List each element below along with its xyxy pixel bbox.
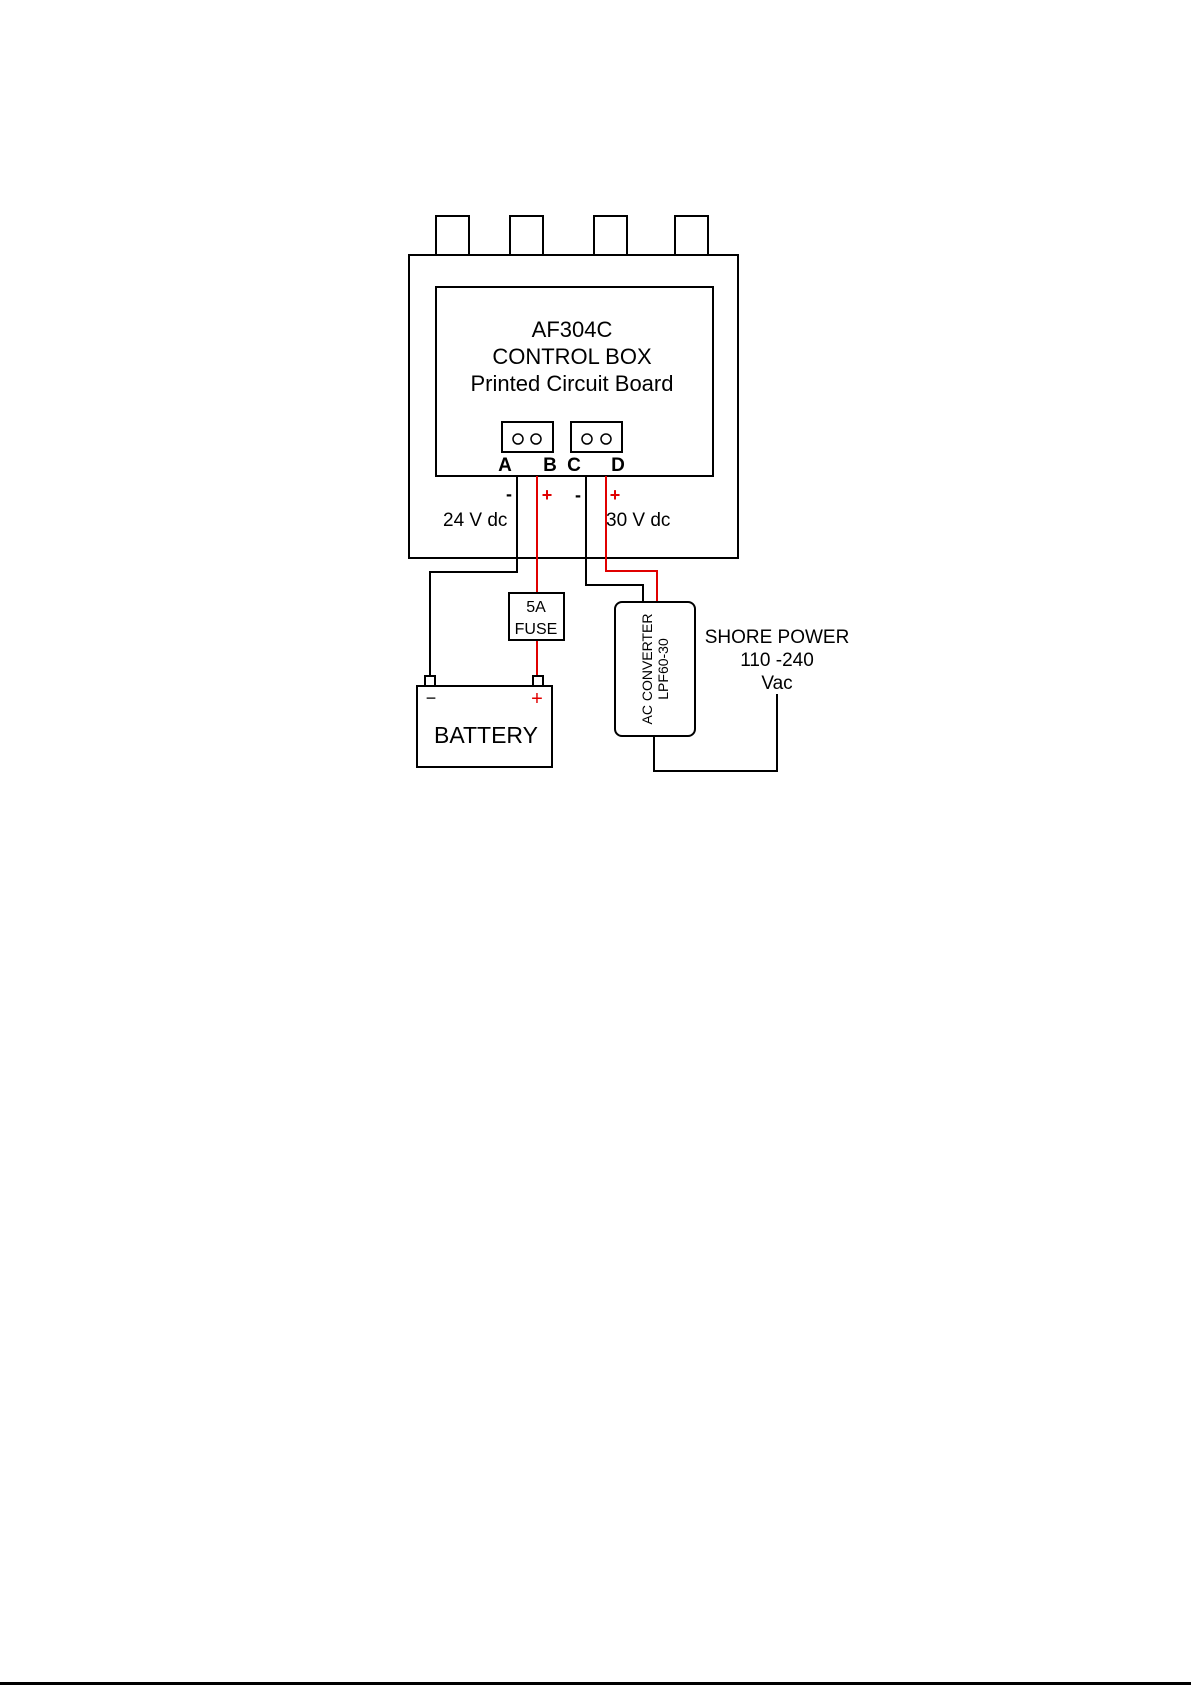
pcb-title-line-1: AF304C — [532, 317, 613, 342]
terminal-label-d: D — [611, 455, 625, 476]
pcb-title-line-3: Printed Circuit Board — [471, 371, 674, 396]
battery-plus-sign: + — [531, 688, 543, 710]
terminal-screw-c — [582, 434, 592, 444]
terminal-label-c: C — [567, 455, 581, 476]
top-connector-4 — [675, 216, 708, 255]
shore-power-line-2: 110 -240 — [740, 650, 814, 671]
battery-terminal-negative — [425, 676, 435, 686]
top-connector-3 — [594, 216, 627, 255]
terminal-label-a: A — [498, 455, 512, 476]
terminal-block-cd — [571, 422, 622, 452]
shore-power-line-3: Vac — [761, 673, 792, 694]
voltage-label-30v: 30 V dc — [606, 510, 670, 531]
terminal-label-b: B — [543, 455, 557, 476]
converter-label-line-2: LPF60-30 — [655, 638, 671, 700]
polarity-d-plus: + — [610, 485, 621, 505]
top-connector-1 — [436, 216, 469, 255]
terminal-screw-b — [531, 434, 541, 444]
polarity-c-minus: - — [575, 485, 581, 505]
top-connector-2 — [510, 216, 543, 255]
battery-label: BATTERY — [434, 722, 538, 748]
voltage-label-24v: 24 V dc — [443, 510, 507, 531]
shore-power-line-1: SHORE POWER — [705, 627, 850, 648]
converter-label-line-1: AC CONVERTER — [639, 614, 655, 725]
polarity-a-minus: - — [506, 484, 512, 504]
terminal-screw-d — [601, 434, 611, 444]
terminal-block-ab — [502, 422, 553, 452]
battery-minus-sign: − — [426, 688, 437, 708]
polarity-b-plus: + — [542, 485, 553, 505]
fuse-label-line-2: FUSE — [515, 621, 558, 638]
fuse-label-line-1: 5A — [526, 599, 546, 616]
terminal-screw-a — [513, 434, 523, 444]
battery-terminal-positive — [533, 676, 543, 686]
pcb-title-line-2: CONTROL BOX — [492, 344, 652, 369]
